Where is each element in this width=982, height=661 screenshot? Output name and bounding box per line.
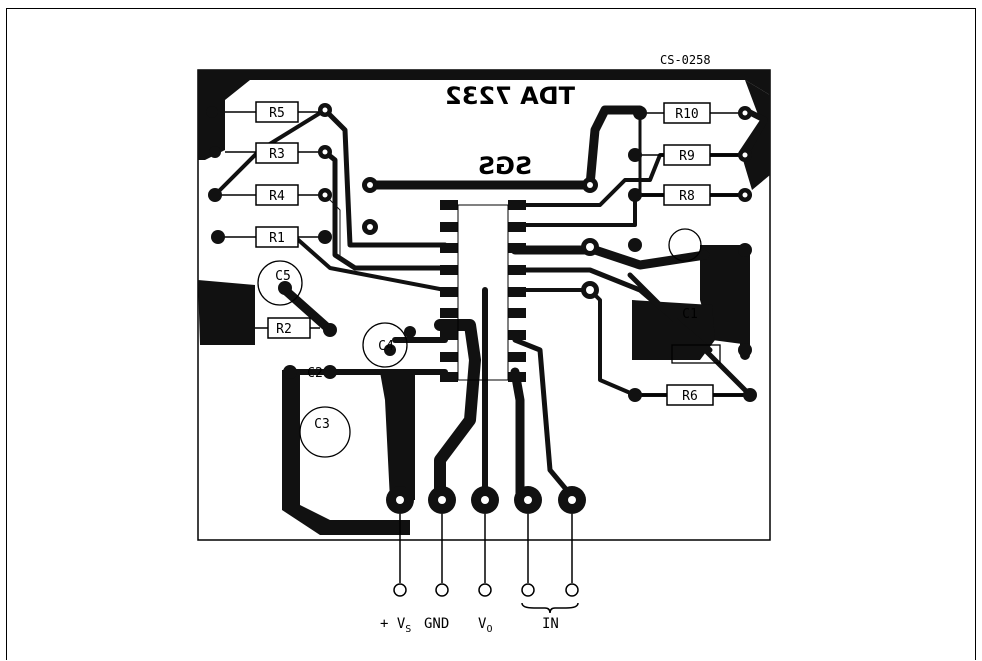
r2-body xyxy=(267,317,311,339)
silkscreen-mirrored: TDA 7232 SGS xyxy=(445,82,575,180)
chip-silkscreen: TDA 7232 xyxy=(445,82,575,110)
copper-pours xyxy=(198,70,770,535)
r1-body xyxy=(255,226,299,248)
label-vs: + VS xyxy=(380,616,411,635)
external-leads xyxy=(393,514,579,614)
label-r5: R5 xyxy=(269,106,285,121)
label-c2: C2 xyxy=(307,366,323,381)
component-labels: R5 R3 R4 R1 R2 R10 R9 R8 R6 C5 C1 C2 C3 … xyxy=(269,106,699,432)
label-r1: R1 xyxy=(269,231,285,246)
label-c4: C4 xyxy=(378,339,394,354)
c-outline-lower xyxy=(671,344,721,364)
r5-body xyxy=(255,101,299,123)
label-r8: R8 xyxy=(679,189,695,204)
label-c1: C1 xyxy=(682,307,698,322)
label-c5: C5 xyxy=(275,269,291,284)
c4-outline xyxy=(362,322,408,368)
capacitor-outlines xyxy=(257,228,721,458)
r8-body xyxy=(663,184,711,206)
label-c3: C3 xyxy=(314,417,330,432)
terminal-labels: + VS GND VO IN xyxy=(380,616,559,635)
c5-outline xyxy=(257,260,303,306)
r3-body xyxy=(255,142,299,164)
ground-return-pour xyxy=(282,370,410,535)
label-r4: R4 xyxy=(269,189,285,204)
maker-silkscreen: SGS xyxy=(478,152,532,180)
c3-outline xyxy=(299,406,351,458)
r10-body xyxy=(663,102,711,124)
label-r9: R9 xyxy=(679,149,695,164)
c-unlabeled-outline xyxy=(668,228,702,262)
label-in: IN xyxy=(542,616,559,632)
trace-supply-bus xyxy=(365,105,645,190)
vs-pour xyxy=(380,372,415,500)
label-r3: R3 xyxy=(269,147,285,162)
drawing-frame xyxy=(6,8,976,660)
r6-body xyxy=(666,384,714,406)
drawing-code: CS-0258 xyxy=(660,53,711,67)
label-gnd: GND xyxy=(424,616,449,632)
pad-holes xyxy=(322,107,748,294)
top-ground-pour xyxy=(198,70,770,160)
label-r6: R6 xyxy=(682,389,698,404)
r4-body xyxy=(255,184,299,206)
resistor-outlines xyxy=(215,101,750,406)
r9-body xyxy=(663,144,711,166)
label-r2: R2 xyxy=(276,322,292,337)
terminal-pads xyxy=(386,486,586,514)
ic-footprint xyxy=(440,200,526,382)
left-ground-pour xyxy=(198,280,255,345)
label-vo: VO xyxy=(478,616,492,635)
label-r10: R10 xyxy=(675,107,698,122)
